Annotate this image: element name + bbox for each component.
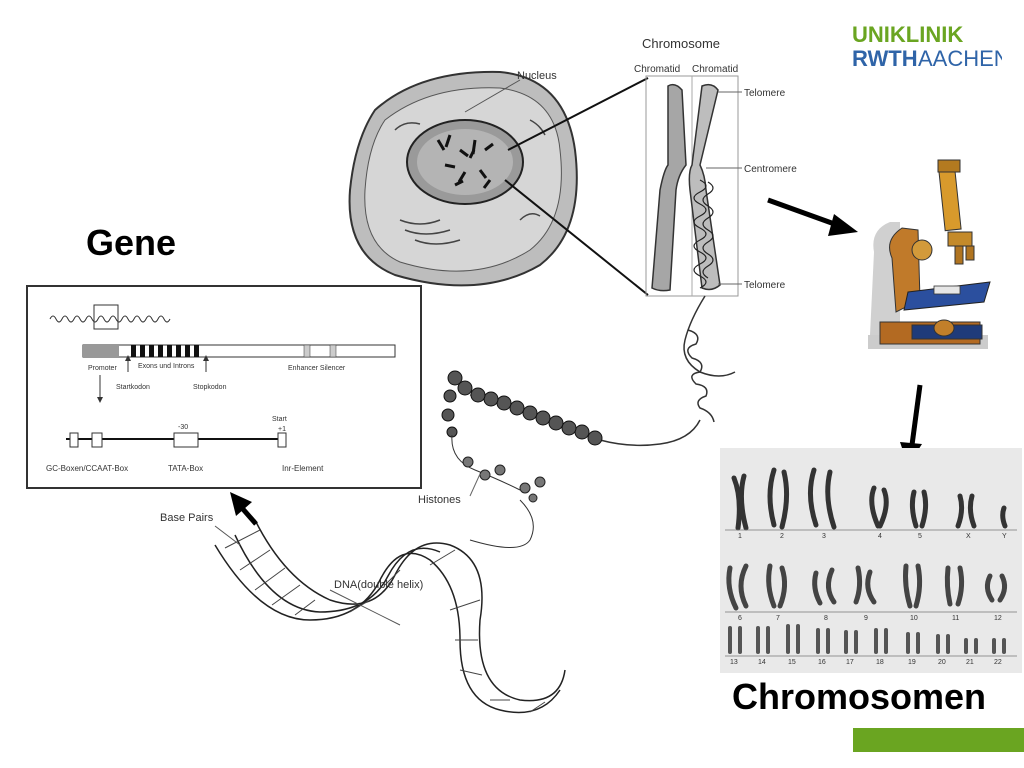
solenoid-fibre xyxy=(441,370,603,548)
chromatid-right-label: Chromatid xyxy=(692,64,738,75)
logo-line2-aachen: AACHEN xyxy=(918,46,1002,71)
k-row1-1: 1 xyxy=(738,533,742,540)
k-row1-5: 5 xyxy=(918,533,922,540)
microscope-icon xyxy=(868,159,991,349)
histones-label: Histones xyxy=(418,494,461,506)
enhancer-silencer-label: Enhancer Silencer xyxy=(288,365,346,372)
k-row2-12: 12 xyxy=(994,615,1002,622)
gene-structure-diagram: Promoter Exons und Introns Startkodon St… xyxy=(26,285,422,489)
k-row3-17: 17 xyxy=(846,659,854,666)
logo-line1: UNIKLINIK xyxy=(852,22,963,47)
karyotype-image: 1 2 3 4 5 X Y 6 7 8 9 10 11 12 13 14 15 … xyxy=(720,448,1022,673)
centromere-label: Centromere xyxy=(744,164,797,175)
k-row2-8: 8 xyxy=(824,615,828,622)
cell-illustration xyxy=(348,70,578,287)
chromosomen-label: Chromosomen xyxy=(732,676,987,717)
k-row1-2: 2 xyxy=(780,533,784,540)
dna-label: DNA(double helix) xyxy=(334,579,423,591)
chromatin-fibre xyxy=(599,295,736,447)
k-row3-19: 19 xyxy=(908,659,916,666)
k-row1-y: Y xyxy=(1002,533,1007,540)
logo-line2-rwth: RWTH xyxy=(852,46,918,71)
footer-accent-bar xyxy=(853,728,1024,752)
k-row2-9: 9 xyxy=(864,615,868,622)
gc-box-label: GC-Boxen/CCAAT-Box xyxy=(46,464,128,473)
telomere-bottom-label: Telomere xyxy=(744,280,786,291)
chromatid-left-label: Chromatid xyxy=(634,64,680,75)
arrow-to-gene xyxy=(230,492,258,526)
promoter-label: Promoter xyxy=(88,365,117,372)
dna-helix xyxy=(214,519,566,714)
k-row2-10: 10 xyxy=(910,615,918,622)
k-row1-x: X xyxy=(966,533,971,540)
k-row1-3: 3 xyxy=(822,533,826,540)
telomere-top-label: Telomere xyxy=(744,88,786,99)
k-row3-13: 13 xyxy=(730,659,738,666)
nucleus-label: Nucleus xyxy=(517,70,557,82)
k-row3-18: 18 xyxy=(876,659,884,666)
startkodon-label: Startkodon xyxy=(116,384,150,391)
start-label: Start xyxy=(272,416,287,423)
arrow-to-microscope xyxy=(767,197,858,236)
stopkodon-label: Stopkodon xyxy=(193,384,227,391)
chromosome-title: Chromosome xyxy=(642,36,720,51)
uniklinik-logo: UNIKLINIK RWTH AACHEN xyxy=(852,22,1010,72)
k-row3-16: 16 xyxy=(818,659,826,666)
k-row1-4: 4 xyxy=(878,533,882,540)
k-row2-11: 11 xyxy=(952,615,959,622)
minus30-label: -30 xyxy=(178,424,188,431)
plus1-label: +1 xyxy=(278,426,286,433)
k-row3-15: 15 xyxy=(788,659,796,666)
k-row3-21: 21 xyxy=(966,659,974,666)
inr-element-label: Inr-Element xyxy=(282,464,324,473)
chromosome-panel xyxy=(645,75,742,297)
gene-label: Gene xyxy=(86,222,177,263)
k-row2-7: 7 xyxy=(776,615,780,622)
base-pairs-label: Base Pairs xyxy=(160,512,214,524)
exons-introns-label: Exons und Introns xyxy=(138,363,195,370)
k-row3-20: 20 xyxy=(938,659,946,666)
k-row3-14: 14 xyxy=(758,659,766,666)
tata-box-label: TATA-Box xyxy=(168,464,203,473)
k-row3-22: 22 xyxy=(994,659,1002,666)
k-row2-6: 6 xyxy=(738,615,742,622)
